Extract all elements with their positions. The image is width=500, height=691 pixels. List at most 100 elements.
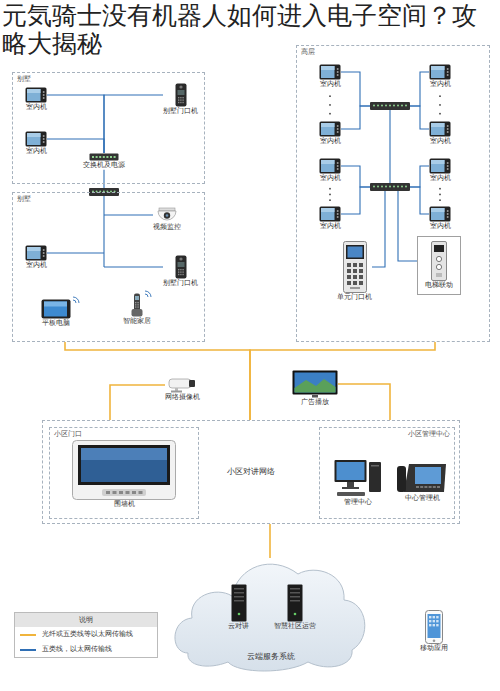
zone-label: 小区管理中心 xyxy=(408,430,450,439)
legend-text: 五类线，以太网传输线 xyxy=(42,645,112,654)
zone-label: 云端服务系统 xyxy=(247,652,295,662)
zone-label: 别墅 xyxy=(17,195,31,204)
cloud-service: 云端服务系统 云对讲 智慧社区运营 xyxy=(168,558,373,676)
indoor-unit: 室内机 xyxy=(429,158,451,183)
indoor-unit-icon xyxy=(319,206,341,222)
smart-home: 智能家居 xyxy=(123,293,151,326)
switch-light xyxy=(373,105,375,107)
ellipsis-dot xyxy=(329,199,331,201)
door-station: 别墅门口机 xyxy=(163,255,198,288)
ad-display: 广告播放 xyxy=(292,370,338,407)
indoor-unit: 室内机 xyxy=(319,158,341,183)
indoor-unit-icon xyxy=(429,64,451,80)
device-label: 单元门口机 xyxy=(337,293,372,302)
switch-light xyxy=(381,186,383,188)
wire xyxy=(341,72,370,106)
switch-light xyxy=(377,105,379,107)
switch-light xyxy=(401,186,403,188)
device-label: 智慧社区运营 xyxy=(274,622,316,631)
wire xyxy=(47,252,104,253)
device-label: 视频监控 xyxy=(153,223,181,232)
device-label: 室内机 xyxy=(26,147,47,156)
legend-text: 光纤或五类线等以太网传输线 xyxy=(42,630,133,639)
unit-door-station-icon xyxy=(343,241,367,293)
server-icon xyxy=(231,584,247,622)
wire xyxy=(341,187,370,214)
indoor-unit-icon xyxy=(25,131,47,147)
device-label: 室内机 xyxy=(320,222,341,231)
management-console-icon xyxy=(396,458,448,494)
indoor-unit-icon xyxy=(429,206,451,222)
wireless-arc xyxy=(73,300,76,303)
switch-light xyxy=(405,186,407,188)
switch-light xyxy=(393,186,395,188)
device-label: 广告播放 xyxy=(301,398,329,407)
device-label: 别墅门口机 xyxy=(163,279,198,288)
wire xyxy=(341,166,370,187)
villa-zone: 别墅室内机室内机别墅门口机交换机及电源 xyxy=(12,72,205,184)
switch-light xyxy=(405,105,407,107)
indoor-unit-icon xyxy=(319,158,341,174)
ellipsis-dot xyxy=(329,193,331,195)
wall-station: 围墙机 xyxy=(72,440,176,509)
ellipsis-dot xyxy=(439,188,441,190)
ellipsis-dot xyxy=(439,199,441,201)
device-label: 云对讲 xyxy=(228,622,249,631)
device-label: 中心管理机 xyxy=(405,494,440,503)
switch-light xyxy=(389,105,391,107)
video-camera: 视频监控 xyxy=(153,207,181,232)
wire xyxy=(410,166,429,187)
ellipsis-dot xyxy=(439,104,441,106)
server: 智慧社区运营 xyxy=(274,584,316,631)
switch-light xyxy=(401,105,403,107)
device-label: 交换机及电源 xyxy=(83,161,125,170)
wire xyxy=(410,106,429,129)
dome-camera-icon xyxy=(156,207,178,223)
switch-light xyxy=(377,186,379,188)
switch-light xyxy=(393,105,395,107)
ellipsis-dot xyxy=(439,193,441,195)
indoor-unit-icon xyxy=(25,245,47,261)
elevator-panel-icon xyxy=(431,241,447,281)
switch-light xyxy=(385,186,387,188)
device-label: 移动应用 xyxy=(420,644,448,653)
ellipsis-dot xyxy=(439,113,441,115)
device-label: 室内机 xyxy=(320,174,341,183)
indoor-unit-icon xyxy=(429,158,451,174)
ellipsis-dot xyxy=(329,104,331,106)
indoor-unit-icon xyxy=(319,121,341,137)
management-zone: 小区管理中心管理中心中心管理机 xyxy=(319,427,455,519)
wire xyxy=(389,110,390,183)
ellipsis-dot xyxy=(439,95,441,97)
connector xyxy=(269,524,271,558)
wireless-arc xyxy=(73,297,79,303)
tablet-icon xyxy=(41,299,71,319)
zone-label: 高层 xyxy=(301,48,315,57)
indoor-unit: 室内机 xyxy=(25,87,47,112)
legend: 说明光纤或五类线等以太网传输线五类线，以太网传输线 xyxy=(14,612,158,658)
indoor-unit-icon xyxy=(429,121,451,137)
elevator-link: 电梯联动 xyxy=(417,236,461,295)
connector xyxy=(104,95,163,153)
device-label: 室内机 xyxy=(430,174,451,183)
management-console: 中心管理机 xyxy=(396,458,448,503)
connector xyxy=(110,385,165,420)
bullet-camera-icon xyxy=(167,377,199,393)
device-label: 围墙机 xyxy=(114,500,135,509)
door-station-icon xyxy=(175,83,187,107)
indoor-unit: 室内机 xyxy=(319,64,341,89)
highrise-zone: 高层室内机室内机室内机室内机室内机室内机室内机室内机单元门口机电梯联动 xyxy=(296,45,490,342)
device-label: 室内机 xyxy=(320,80,341,89)
indoor-unit: 室内机 xyxy=(319,206,341,231)
page-title: 元気骑士没有机器人如何进入电子空间？攻略大揭秘 xyxy=(2,2,498,58)
switch-light xyxy=(385,105,387,107)
community-network: 小区对讲网络小区门口围墙机小区管理中心管理中心中心管理机 xyxy=(42,420,460,524)
device-label: 室内机 xyxy=(430,222,451,231)
indoor-unit-icon xyxy=(319,64,341,80)
device-label: 室内机 xyxy=(320,137,341,146)
connector xyxy=(65,342,250,420)
device-label: 智能家居 xyxy=(123,317,151,326)
connector xyxy=(250,342,435,420)
door-station: 别墅门口机 xyxy=(163,83,198,116)
